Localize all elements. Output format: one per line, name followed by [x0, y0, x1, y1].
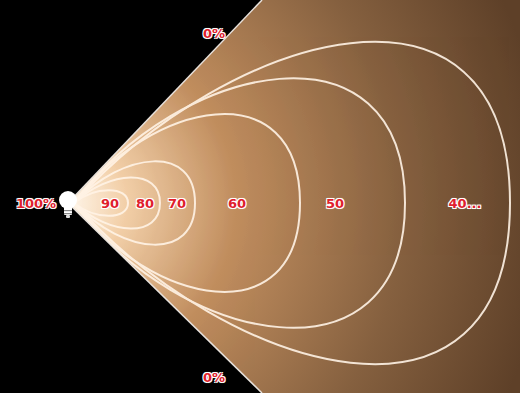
- light-beam: [68, 0, 520, 393]
- contour-40: [74, 42, 510, 364]
- contour-50: [74, 78, 405, 327]
- contour-percent: 70: [168, 197, 186, 210]
- contour-percent: 80: [136, 197, 154, 210]
- contour-percent: 60: [228, 197, 246, 210]
- edge-percent: 0%: [203, 371, 225, 384]
- contour-percent: 50: [326, 197, 344, 210]
- edge-percent: 0%: [203, 27, 225, 40]
- contour-percent: 40...: [449, 197, 482, 210]
- source-percent: 100%: [16, 197, 56, 210]
- contour-60: [74, 114, 300, 292]
- bulb-icon: [59, 191, 77, 218]
- beam-edges: [68, 0, 262, 393]
- contour-percent: 90: [101, 197, 119, 210]
- isolux-contours: [74, 42, 510, 364]
- contour-70: [74, 161, 195, 244]
